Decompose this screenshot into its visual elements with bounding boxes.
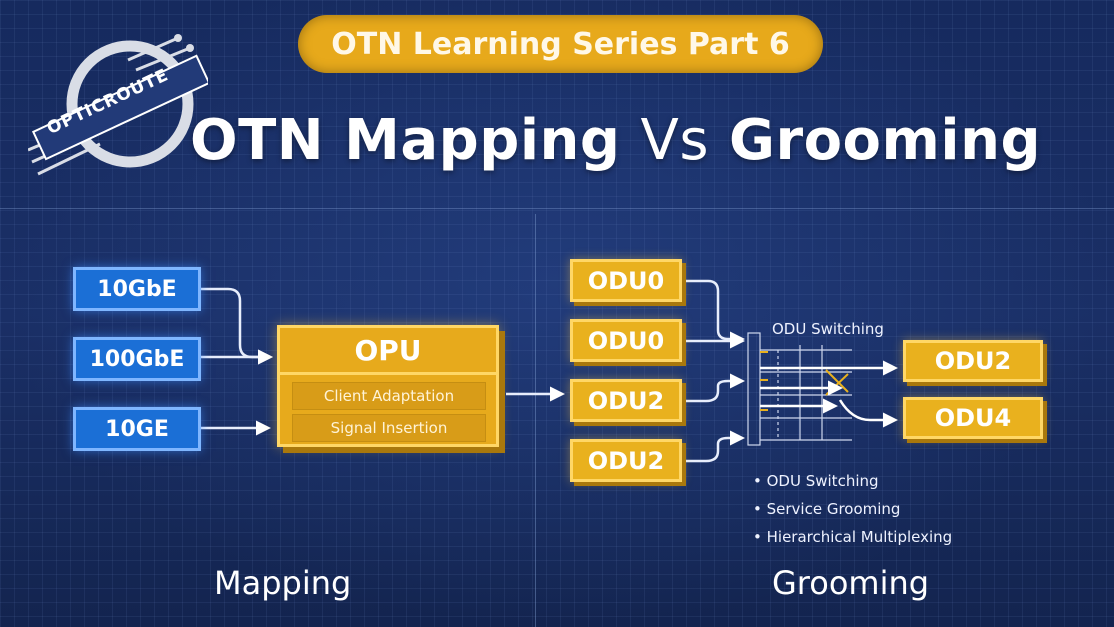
opu-signal-insertion: Signal Insertion <box>292 414 486 442</box>
odu2-box-1: ODU2 <box>570 379 682 422</box>
bullet-service-grooming: • Service Grooming <box>753 500 901 518</box>
bullet-odu-switching: • ODU Switching <box>753 472 879 490</box>
opu-title: OPU <box>280 328 496 375</box>
client-100gbe-box: 100GbE <box>73 337 201 381</box>
opu-client-adaptation: Client Adaptation <box>292 382 486 410</box>
client-10gbe-box: 10GbE <box>73 267 201 311</box>
opu-block: OPU Client Adaptation Signal Insertion <box>277 325 499 447</box>
grooming-section-label: Grooming <box>772 564 930 602</box>
series-badge: OTN Learning Series Part 6 <box>298 15 823 73</box>
odu2-output-box: ODU2 <box>903 340 1043 382</box>
title-vs: Vs <box>640 108 709 173</box>
odu0-box-1: ODU0 <box>570 259 682 302</box>
odu4-output-box: ODU4 <box>903 397 1043 439</box>
opticroute-logo: OPTICROUTE <box>27 30 211 180</box>
title-part2: Grooming <box>729 108 1042 173</box>
odu0-box-2: ODU0 <box>570 319 682 362</box>
page-title: OTN Mapping Vs Grooming <box>190 108 1041 178</box>
title-part1: OTN Mapping <box>190 108 621 173</box>
section-divider <box>535 214 536 627</box>
header-divider <box>0 208 1114 209</box>
odu-switching-label: ODU Switching <box>772 320 884 338</box>
mapping-section-label: Mapping <box>214 564 352 602</box>
bullet-hierarchical-multiplexing: • Hierarchical Multiplexing <box>753 528 953 546</box>
client-10ge-box: 10GE <box>73 407 201 451</box>
odu2-box-2: ODU2 <box>570 439 682 482</box>
